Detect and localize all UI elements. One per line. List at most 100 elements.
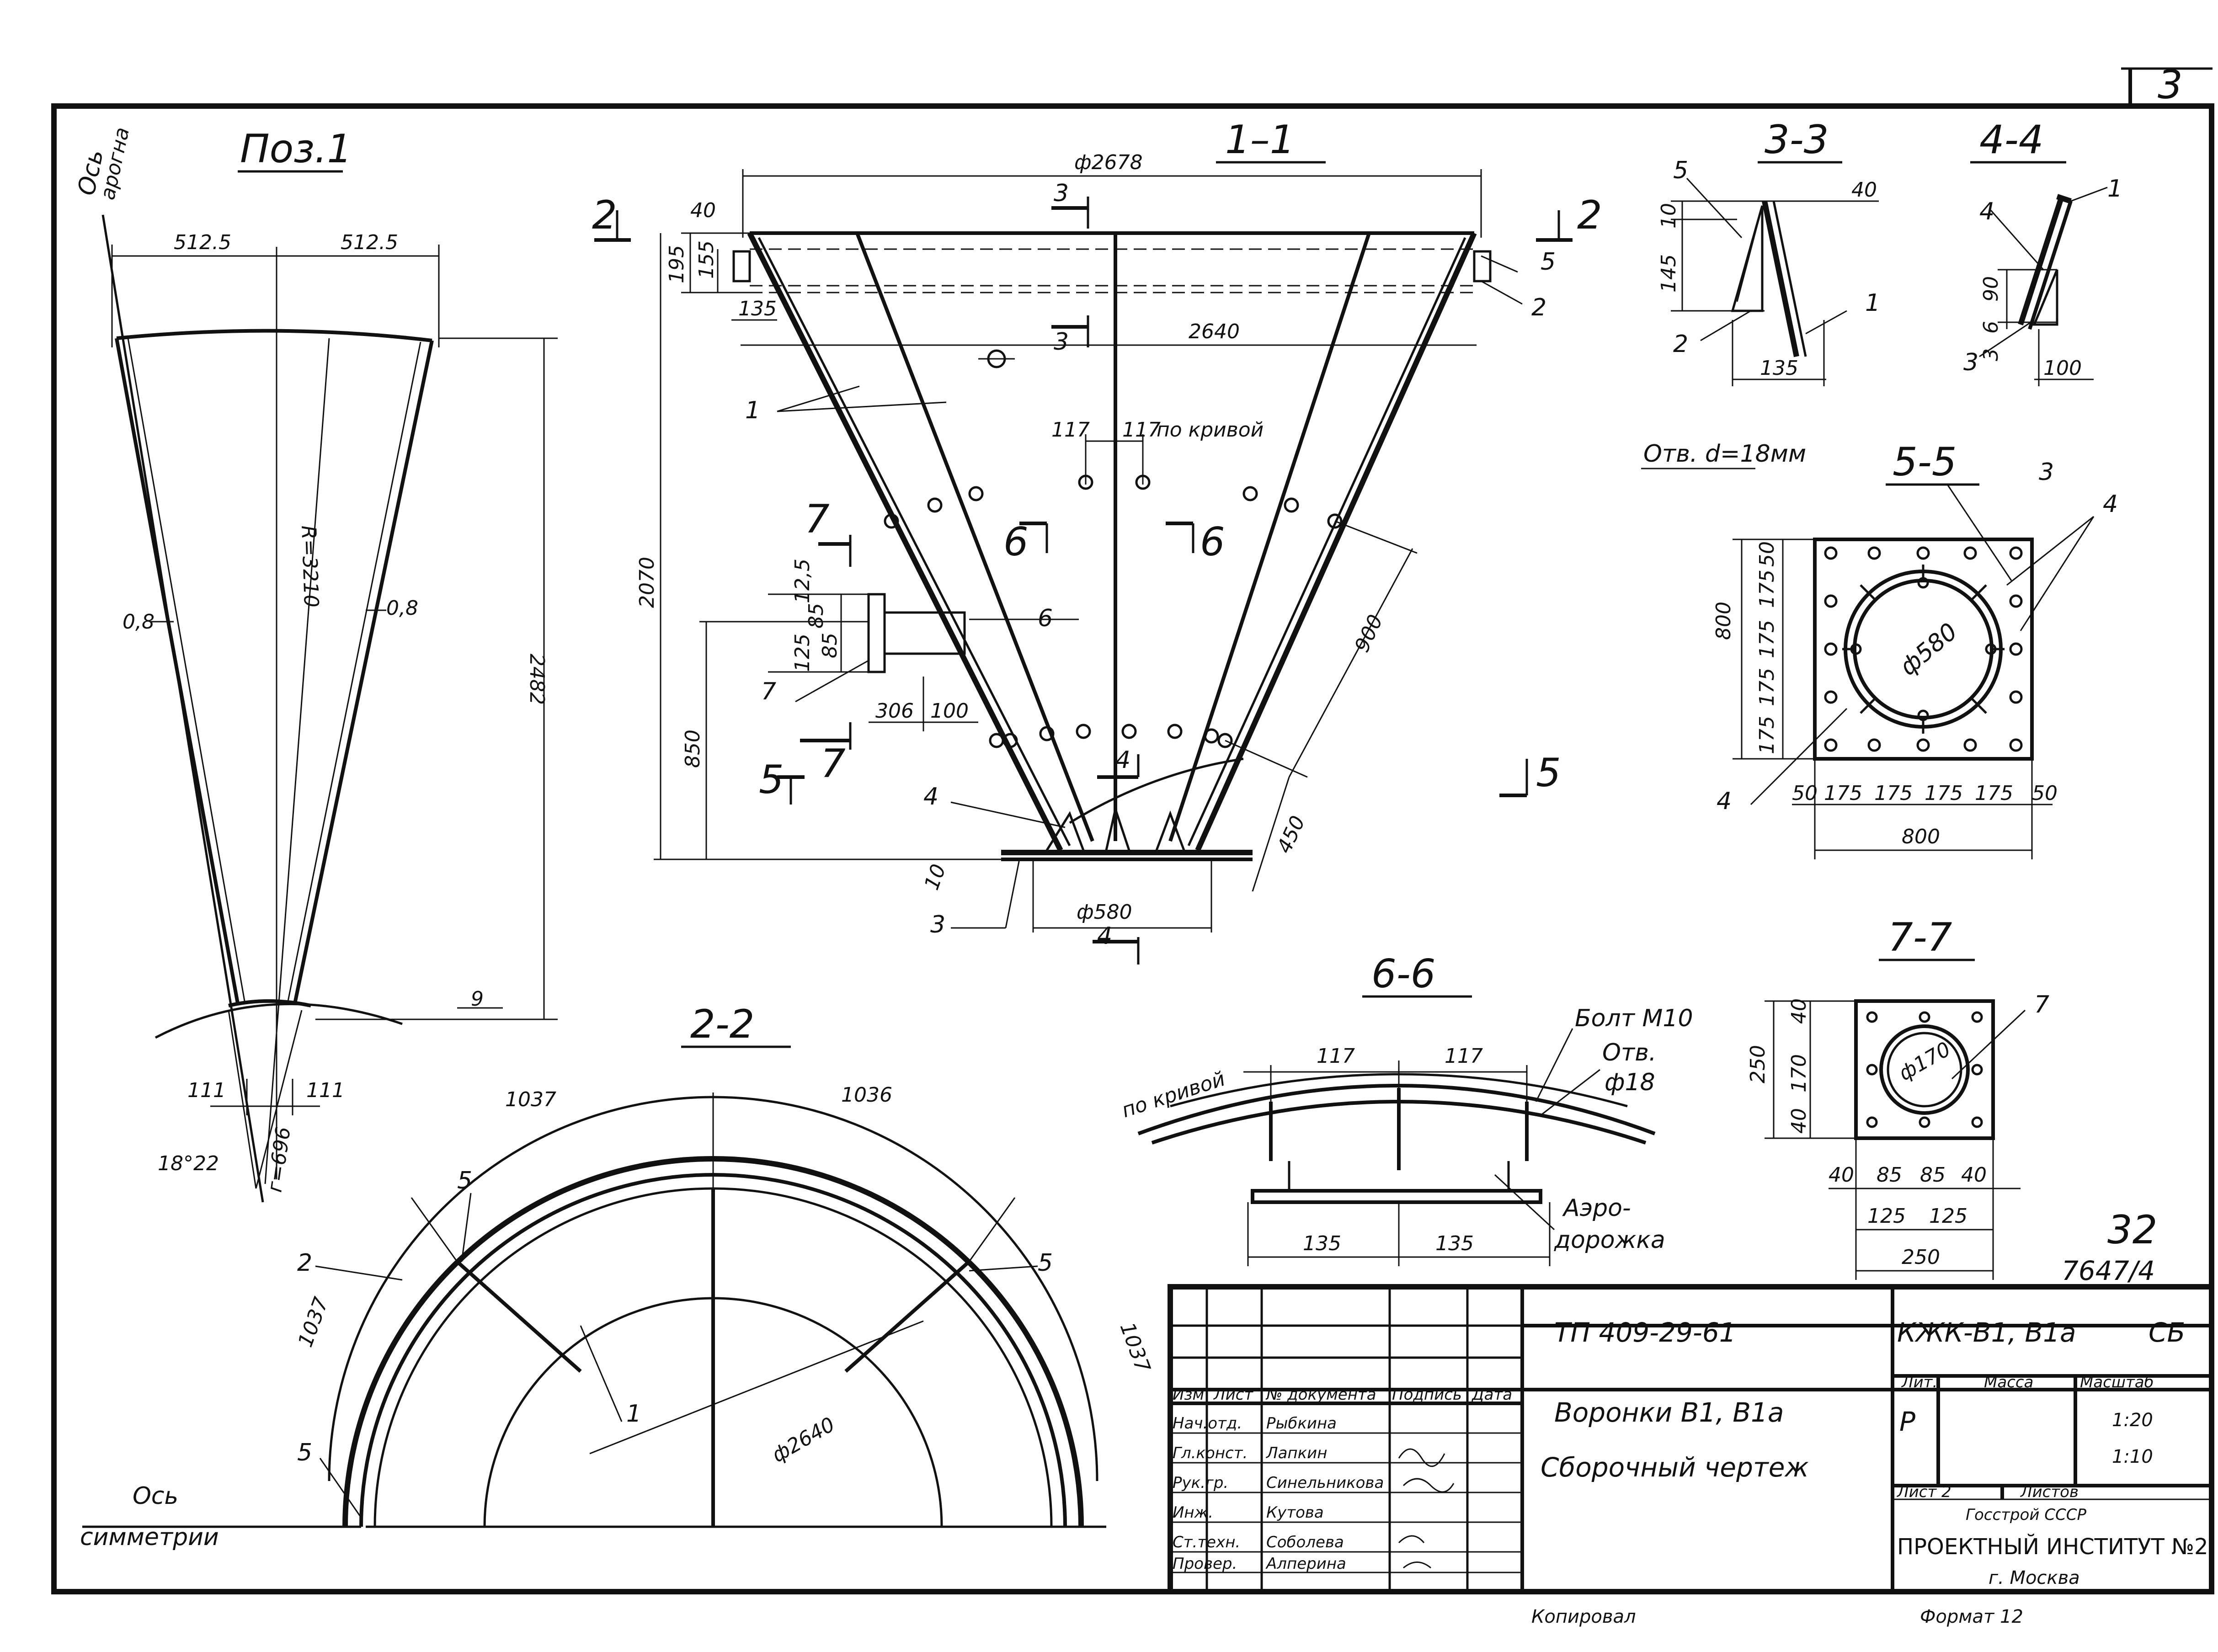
mass-header: Масса [1984, 1373, 2033, 1391]
pos-4-left: 4 [1717, 788, 1732, 815]
pos-2: 2 [1673, 330, 1688, 358]
dim-85-a: 85 [805, 603, 828, 629]
arc-1037-top: 1037 [505, 1088, 556, 1111]
cut-4-top: 4 [1115, 746, 1130, 774]
dim-117-a: 117 [1317, 1044, 1355, 1068]
dim-125-a: 125 [1867, 1204, 1906, 1228]
dim-125: 125 [791, 634, 814, 672]
dim-2640: 2640 [1189, 320, 1240, 343]
dim-175-2: 175 [1755, 620, 1779, 658]
pos-6: 6 [1038, 605, 1053, 632]
row-name-5: Соболева [1266, 1533, 1344, 1551]
dim-175-b3: 175 [1925, 782, 1963, 805]
col-header-doc: № документа [1265, 1386, 1376, 1404]
cut-7-top: 7 [805, 496, 830, 542]
dim-half-right: 512.5 [341, 231, 398, 254]
pos-3: 3 [930, 911, 945, 938]
pos-7: 7 [761, 678, 776, 705]
pos-5-top: 5 [457, 1167, 472, 1194]
org-2: ПРОЕКТНЫЙ ИНСТИТУТ №2 [1897, 1534, 2208, 1560]
scale-2: 1:10 [2112, 1446, 2153, 1467]
dim-195: 195 [665, 245, 688, 283]
dim-135: 135 [738, 297, 777, 320]
row-name-2: Лапкин [1265, 1444, 1328, 1462]
thickness-right: 0,8 [386, 597, 418, 620]
bolt-label: Болт М10 [1575, 1005, 1693, 1032]
pos-5-right: 5 [1038, 1249, 1053, 1277]
row-role-1: Нач.отд. [1173, 1414, 1242, 1433]
aero-label-2: дорожка [1554, 1226, 1665, 1254]
row-role-6: Провер. [1173, 1555, 1237, 1573]
dim-height: 2482 [525, 654, 549, 705]
row-name-1: Рыбкина [1266, 1414, 1337, 1433]
dim-9: 9 [471, 987, 484, 1011]
row-role-5: Ст.техн. [1173, 1533, 1240, 1551]
dim-40: 40 [690, 199, 716, 222]
dim-175-4: 175 [1755, 716, 1779, 754]
dim-306: 306 [875, 699, 914, 723]
project-code: ТП 409-29-61 [1554, 1317, 1736, 1348]
bolt-holes [884, 474, 1343, 748]
dim-250-bottom: 250 [1902, 1246, 1940, 1269]
cut-5-left: 5 [759, 757, 784, 803]
pos-4-right: 4 [2103, 490, 2118, 518]
aero-label-1: Аэро- [1562, 1194, 1631, 1222]
pos-1: 1 [2107, 175, 2122, 203]
stage-value: Р [1899, 1406, 1915, 1437]
row-role-4: Инж. [1173, 1503, 1213, 1522]
dim-175-1: 175 [1755, 570, 1779, 608]
axis-label: Ось [133, 1482, 178, 1510]
hole-label: Отв. [1602, 1039, 1656, 1066]
dim-40-a: 40 [1829, 1163, 1854, 1187]
radius-label: R=3210 [297, 525, 323, 608]
pos-4: 4 [923, 783, 938, 810]
drawing-code: КЖК-В1, В1а [1897, 1317, 2076, 1348]
cut-3-bottom: 3 [1054, 328, 1069, 356]
col-header-list: Лист [1213, 1386, 1253, 1404]
dim-125-b: 125 [1929, 1204, 1967, 1228]
dim-10: 10 [1657, 203, 1680, 229]
dim-40: 40 [1851, 178, 1877, 202]
dim-155: 155 [695, 240, 718, 279]
dim-85-a: 85 [1877, 1163, 1902, 1187]
archive-number: 7647/4 [2062, 1255, 2155, 1286]
drawing-code-suffix: СБ [2149, 1317, 2185, 1348]
dim-90: 90 [1979, 276, 2003, 302]
cut-6-right: 6 [1200, 519, 1225, 565]
dim-40-top: 40 [1787, 998, 1811, 1024]
pos-1: 1 [626, 1400, 641, 1428]
section-title: 4-4 [1979, 117, 2043, 163]
cut-6-left: 6 [1003, 519, 1029, 565]
along-curve: по кривой [1157, 418, 1264, 442]
section-title: 3-3 [1765, 117, 1829, 163]
pos-1: 1 [1865, 289, 1880, 317]
pos-1: 1 [745, 397, 760, 424]
pos-5: 5 [1541, 248, 1556, 276]
plate-holes [1824, 546, 2023, 752]
pos-7: 7 [2034, 991, 2049, 1018]
dim-2070: 2070 [635, 557, 659, 608]
section-1-1: 1–1 ф2678 2 2 3 3 40 195 155 [592, 117, 1602, 965]
dim-135: 135 [1760, 357, 1798, 380]
dim-diameter-top: ф2678 [1074, 151, 1143, 174]
dim-175-b2: 175 [1874, 782, 1913, 805]
sheet-number: 3 [2158, 62, 2183, 108]
dim-117-a: 117 [1051, 418, 1090, 442]
dim-50-left: 50 [1792, 782, 1818, 805]
dim-175-b1: 175 [1824, 782, 1862, 805]
dim-111-right: 111 [306, 1079, 345, 1102]
dim-135-a: 135 [1303, 1232, 1341, 1255]
scale-1: 1:20 [2112, 1410, 2153, 1431]
footer-copied: Копировал [1531, 1606, 1636, 1627]
cut-2-right: 2 [1577, 192, 1602, 238]
dim-100: 100 [930, 699, 969, 723]
section-title: 6-6 [1371, 951, 1435, 997]
dim-50-top: 50 [1755, 541, 1779, 567]
row-name-6: Алперина [1265, 1555, 1346, 1573]
dim-135-b: 135 [1435, 1232, 1474, 1255]
dim-170: 170 [1787, 1054, 1811, 1092]
section-title: 5-5 [1893, 439, 1957, 485]
dim-850: 850 [681, 730, 704, 768]
org-3: г. Москва [1989, 1567, 2080, 1588]
